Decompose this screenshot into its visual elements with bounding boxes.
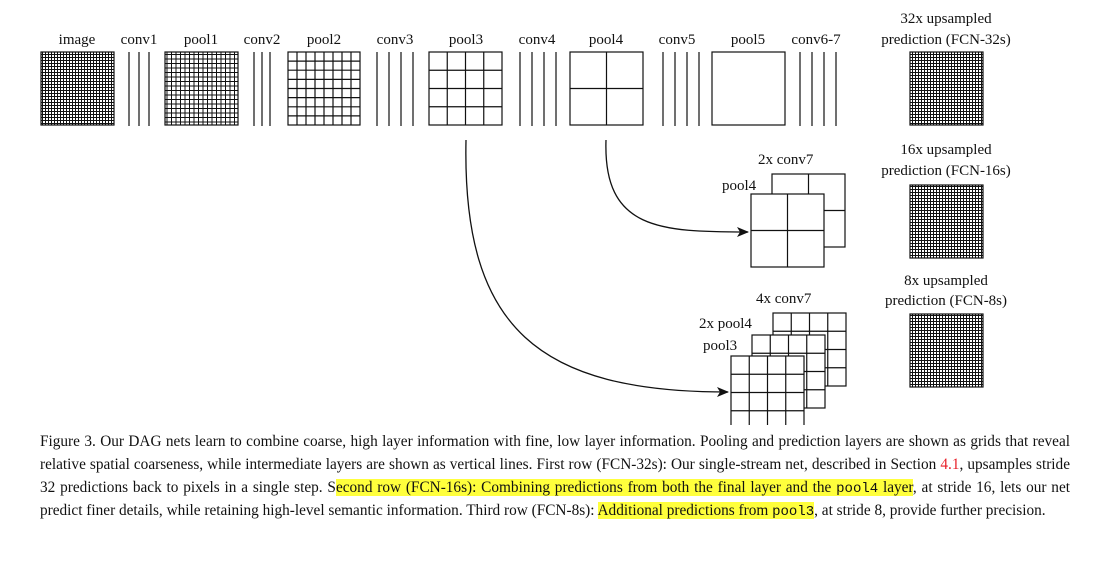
row2-front-grid [750, 193, 825, 268]
pool5-box [711, 51, 786, 126]
arrow-pool4-to-fcn16 [605, 139, 749, 237]
conv4-lines [519, 52, 557, 126]
label-pool2: pool2 [307, 32, 341, 48]
figure-caption: Figure 3. Our DAG nets learn to combine … [40, 431, 1070, 524]
row-fcn8 [730, 312, 984, 425]
highlight-fcn8: Additional predictions from pool3 [597, 502, 815, 521]
row2-label-2x-conv7: 2x conv7 [758, 152, 814, 168]
label-conv6-7: conv6-7 [791, 32, 841, 48]
image-grid [40, 51, 115, 126]
conv3-lines [376, 52, 414, 126]
row-fcn16 [750, 173, 984, 268]
fcn8-label: 8x upsampled prediction (FCN-8s) [885, 273, 1007, 309]
highlight-fcn16-text: econd row (FCN-16s): Combining predictio… [335, 478, 837, 496]
row-fcn32 [40, 51, 984, 126]
pool3-grid [428, 51, 503, 126]
fcn32-label: 32x upsampled prediction (FCN-32s) [881, 11, 1011, 48]
label-pool3: pool3 [449, 32, 483, 48]
pool1-grid [164, 51, 239, 126]
fcn16-label-line2: prediction (FCN-16s) [881, 163, 1011, 179]
label-image: image [59, 32, 96, 48]
arrow-pool3-to-fcn8 [465, 139, 729, 397]
fcn-architecture-figure: image conv1 pool1 conv2 pool2 conv3 pool… [40, 11, 1011, 425]
caption-part3: , at stride 16, lets our net predict fin… [40, 478, 1070, 520]
conv5-lines [662, 52, 700, 126]
row3-label-pool3: pool3 [703, 338, 737, 354]
highlight-fcn16-end: layer [878, 478, 913, 496]
pool2-grid [287, 51, 361, 126]
fcn16-label-line1: 16x upsampled [900, 142, 992, 158]
row3-label-2x-pool4: 2x pool4 [699, 316, 752, 332]
layer-labels: image conv1 pool1 conv2 pool2 conv3 pool… [59, 32, 841, 48]
row3-front-grid [730, 355, 805, 425]
pool4-grid [569, 51, 644, 126]
fcn8-label-line2: prediction (FCN-8s) [885, 293, 1007, 309]
caption-part4: , at stride 8, provide further precision… [814, 502, 1046, 520]
label-conv3: conv3 [377, 32, 414, 48]
fcn8-label-line1: 8x upsampled [904, 273, 988, 289]
fcn32-prediction-grid [909, 51, 984, 126]
conv1-lines [128, 52, 150, 126]
label-conv4: conv4 [519, 32, 556, 48]
highlight-fcn8-text: Additional predictions from [597, 502, 773, 520]
caption-part2: , upsamples stride 32 predictions back t… [40, 455, 1070, 496]
fcn16-label: 16x upsampled prediction (FCN-16s) [881, 142, 1011, 179]
caption-part1: Figure 3. Our DAG nets learn to combine … [40, 433, 1070, 473]
highlight-fcn16: econd row (FCN-16s): Combining predictio… [335, 478, 913, 497]
row2-label-pool4: pool4 [722, 178, 757, 194]
label-conv2: conv2 [244, 32, 281, 48]
label-conv1: conv1 [121, 32, 158, 48]
fcn32-label-line2: prediction (FCN-32s) [881, 32, 1011, 48]
conv2-lines [253, 52, 271, 126]
label-pool1: pool1 [184, 32, 218, 48]
section-ref-link[interactable]: 4.1 [940, 455, 960, 473]
conv6-7-lines [799, 52, 837, 126]
fcn16-prediction-grid [909, 184, 984, 259]
row3-label-4x-conv7: 4x conv7 [756, 291, 812, 307]
label-pool4: pool4 [589, 32, 624, 48]
label-pool5: pool5 [731, 32, 765, 48]
fcn32-label-line1: 32x upsampled [900, 11, 992, 27]
highlight-fcn8-code: pool3 [772, 504, 815, 521]
highlight-fcn16-code: pool4 [836, 480, 879, 497]
label-conv5: conv5 [659, 32, 696, 48]
fcn8-prediction-grid [909, 313, 984, 388]
